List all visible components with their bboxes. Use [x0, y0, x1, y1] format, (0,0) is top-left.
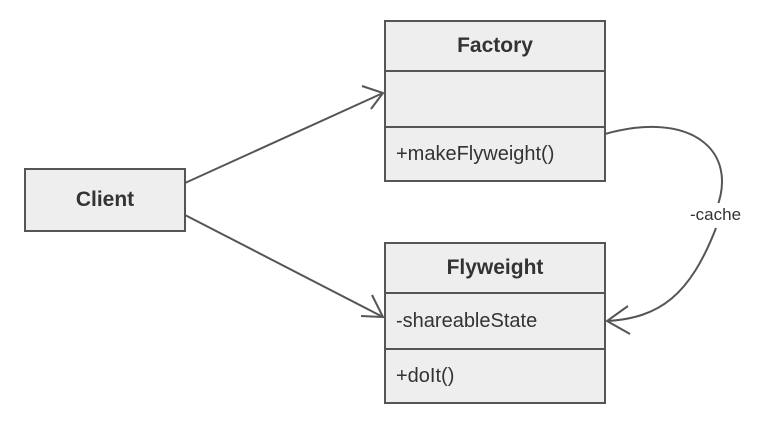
- factory-attributes-compartment: [386, 70, 604, 126]
- factory-class-name: Factory: [457, 34, 533, 57]
- cache-association-label: -cache: [688, 203, 744, 227]
- cache-association-arrow: [604, 125, 723, 335]
- flyweight-class-name: Flyweight: [446, 256, 544, 279]
- flyweight-operation: +doIt(): [386, 348, 604, 402]
- flyweight-attribute: -shareableState: [386, 292, 604, 348]
- client-to-factory-arrow: [184, 85, 385, 184]
- factory-operation: +makeFlyweight(): [386, 126, 604, 180]
- client-class-box[interactable]: Client: [24, 168, 186, 232]
- factory-class-box[interactable]: Factory +makeFlyweight(): [384, 20, 606, 182]
- flyweight-class-box[interactable]: Flyweight -shareableState +doIt(): [384, 242, 606, 404]
- client-to-flyweight-arrow: [184, 214, 385, 319]
- client-class-name: Client: [75, 188, 135, 211]
